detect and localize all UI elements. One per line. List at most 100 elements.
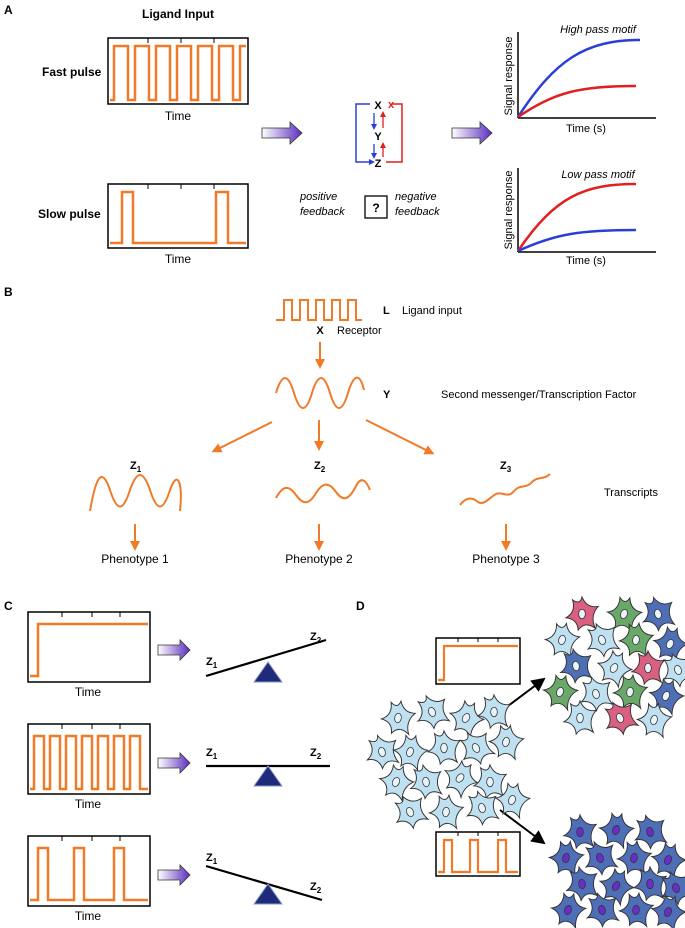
- c1-z2-label: Z2: [310, 631, 322, 645]
- phenotype-2: Phenotype 2: [285, 552, 353, 566]
- phenotype-1: Phenotype 1: [101, 552, 169, 566]
- cell-mixed-green: [605, 595, 644, 634]
- high-pass-title: High pass motif: [560, 24, 637, 36]
- cell-mixed-dark: [652, 625, 685, 665]
- c1-z1-label: Z1: [206, 656, 218, 670]
- fast-input-plot: [27, 723, 151, 795]
- slow-input-plot: [27, 835, 151, 907]
- cell-uniform: [547, 839, 585, 877]
- negative-feedback-line1: negative: [395, 191, 437, 203]
- question-mark: ?: [372, 201, 379, 215]
- slow-pulse-plot: [107, 183, 249, 249]
- sustained-input-plot: [27, 611, 151, 683]
- cell-undifferentiated: [378, 763, 416, 803]
- low-pass-blue-curve: [517, 228, 637, 253]
- c2-z1-label: Z1: [206, 747, 218, 761]
- cell-undifferentiated: [476, 693, 512, 730]
- cell-uniform: [615, 839, 653, 876]
- positive-feedback-line2: feedback: [300, 206, 345, 218]
- cell-uniform: [585, 892, 621, 928]
- sustained-signal: [30, 622, 148, 678]
- cell-undifferentiated: [448, 699, 486, 739]
- seesaw-z1-heavy: [205, 864, 323, 905]
- arrow-c1: [157, 639, 191, 661]
- arrow-to-motif: [261, 121, 303, 145]
- c2-z2-label: Z2: [310, 747, 322, 761]
- phenotype-3: Phenotype 3: [472, 552, 540, 566]
- cell-undifferentiated: [443, 759, 479, 800]
- cell-uniform: [549, 891, 588, 928]
- fast-pulse-signal: [110, 44, 246, 102]
- cell-uniform: [633, 814, 669, 850]
- cell-mixed-green: [617, 621, 655, 658]
- cell-undifferentiated: [427, 793, 465, 830]
- node-x: X: [374, 100, 382, 112]
- z2-label: Z2: [314, 460, 326, 474]
- differentiated-uniform-population: [547, 811, 685, 928]
- ligand-input-title: Ligand Input: [142, 7, 214, 21]
- slow-input-signal: [30, 846, 148, 902]
- arrow-c2: [157, 752, 191, 774]
- arrow-c3: [157, 864, 191, 886]
- arrow-to-uniform-population: [499, 809, 546, 845]
- slow-input-time-label: Time: [75, 909, 102, 923]
- cell-mixed-light: [635, 701, 673, 739]
- cell-mixed-light: [562, 699, 598, 736]
- cell-mixed-dark: [641, 596, 677, 632]
- arrow-to-response: [451, 121, 493, 145]
- y-oscillation: [275, 376, 365, 409]
- panel-c-letter: C: [4, 599, 13, 613]
- seesaw-z2-heavy: [205, 638, 327, 683]
- cell-uniform: [650, 841, 685, 881]
- cell-uniform: [562, 813, 598, 850]
- negative-feedback-line2: feedback: [395, 206, 440, 218]
- cell-uniform: [597, 811, 636, 850]
- z1-label: Z1: [130, 460, 142, 474]
- z2-oscillation: [275, 479, 371, 504]
- cell-undifferentiated: [493, 781, 532, 820]
- slow-pulse-time-label: Time: [165, 252, 192, 266]
- cell-mixed-pink: [630, 649, 666, 686]
- xyz-motif: x X Y Z: [355, 99, 403, 170]
- fast-pulse-plot: [107, 37, 249, 105]
- cell-uniform: [660, 870, 685, 906]
- slow-pulse-signal: [110, 190, 246, 245]
- panel-b-letter: B: [4, 285, 13, 299]
- low-pass-plot: [516, 168, 656, 253]
- cell-undifferentiated: [365, 734, 401, 770]
- receptor-symbol: X: [316, 325, 324, 337]
- second-messenger-text: Second messenger/Transcription Factor: [441, 389, 637, 401]
- node-y: Y: [374, 131, 382, 143]
- fast-pulse-time-label: Time: [165, 109, 192, 123]
- d-sustained-input-plot: [435, 637, 521, 685]
- panel-d-letter: D: [356, 599, 365, 613]
- cell-uniform: [565, 865, 600, 902]
- cell-undifferentiated: [409, 763, 444, 800]
- cell-uniform: [650, 893, 685, 928]
- cell-mixed-light: [662, 652, 685, 688]
- differentiated-mixed-population: [541, 595, 685, 739]
- y-symbol: Y: [383, 389, 391, 401]
- z3-label: Z3: [500, 460, 512, 474]
- high-pass-plot: [516, 32, 656, 119]
- high-pass-xlabel: Time (s): [566, 123, 606, 135]
- high-pass-ylabel: Signal response: [503, 37, 515, 116]
- z1-oscillation: [89, 474, 182, 512]
- cell-uniform: [617, 891, 655, 928]
- low-pass-xlabel: Time (s): [566, 255, 606, 267]
- cell-undifferentiated: [487, 723, 525, 761]
- cell-undifferentiated: [459, 731, 497, 766]
- receptor-text: Receptor: [337, 325, 382, 337]
- sustained-time-label: Time: [75, 685, 102, 699]
- fast-pulse-label: Fast pulse: [42, 65, 102, 79]
- ligand-input-text: Ligand input: [402, 305, 462, 317]
- arrow-y-to-z1: [211, 421, 273, 453]
- high-pass-blue-curve: [516, 38, 641, 118]
- cell-uniform: [632, 865, 668, 902]
- cell-undifferentiated: [379, 699, 417, 736]
- seesaw-balanced: [206, 764, 330, 787]
- cell-mixed-light: [596, 649, 634, 689]
- cell-undifferentiated: [426, 729, 462, 766]
- transcripts-text: Transcripts: [604, 487, 658, 499]
